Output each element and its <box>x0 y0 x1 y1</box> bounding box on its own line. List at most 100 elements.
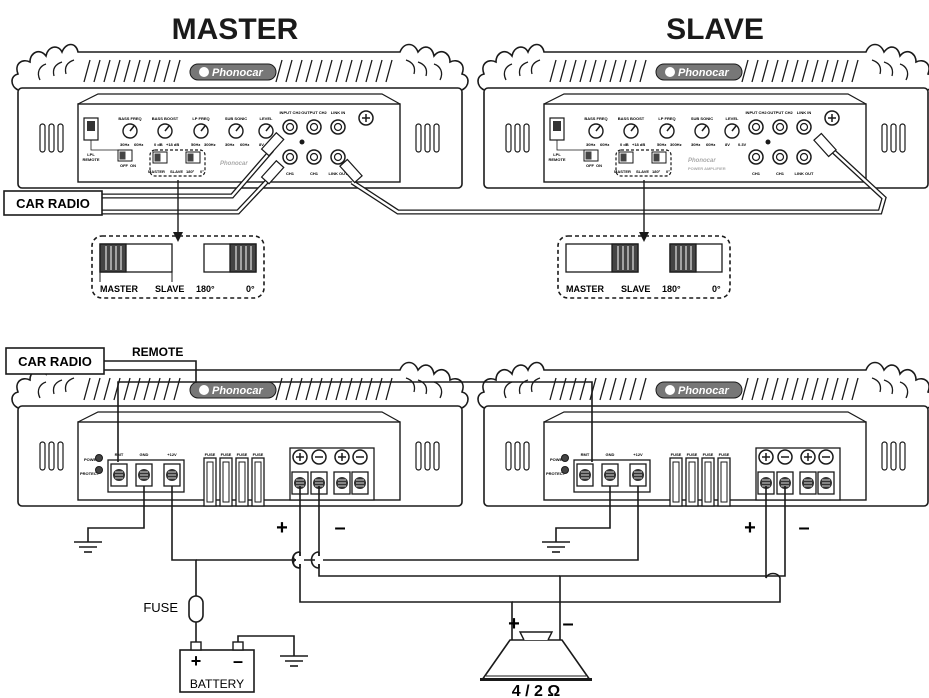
svg-text:CH1: CH1 <box>310 171 319 176</box>
svg-text:180°: 180° <box>196 284 215 294</box>
wire-hops <box>292 551 323 569</box>
svg-text:INPUT CH2: INPUT CH2 <box>745 110 767 115</box>
svg-text:SLAVE: SLAVE <box>170 169 183 174</box>
svg-text:30Hz: 30Hz <box>691 142 700 147</box>
svg-text:+18 dB: +18 dB <box>166 142 179 147</box>
remote-label: REMOTE <box>82 157 99 162</box>
svg-text:60Hz: 60Hz <box>240 142 249 147</box>
svg-text:PROTECT: PROTECT <box>80 471 100 476</box>
car-radio-label: CAR RADIO <box>16 196 90 211</box>
svg-text:CH1: CH1 <box>776 171 785 176</box>
svg-text:60Hz: 60Hz <box>134 142 143 147</box>
svg-text:0°: 0° <box>200 169 204 174</box>
svg-text:LP FREQ: LP FREQ <box>658 116 675 121</box>
svg-text:SUB SONIC: SUB SONIC <box>691 116 713 121</box>
svg-text:50Hz: 50Hz <box>191 142 200 147</box>
slave-title: SLAVE <box>666 13 764 46</box>
svg-text:–: – <box>562 613 573 635</box>
svg-text:CH1: CH1 <box>286 171 295 176</box>
svg-text:30Hz: 30Hz <box>120 142 129 147</box>
svg-text:MASTER: MASTER <box>614 169 631 174</box>
svg-text:0°: 0° <box>246 284 255 294</box>
svg-text:REMOTE: REMOTE <box>548 157 565 162</box>
master-plus: + <box>276 517 288 539</box>
svg-text:POWER: POWER <box>550 457 565 462</box>
svg-text:LINK IN: LINK IN <box>797 110 812 115</box>
svg-text:LINK IN: LINK IN <box>331 110 346 115</box>
svg-text:60Hz: 60Hz <box>706 142 715 147</box>
svg-text:300Hz: 300Hz <box>204 142 216 147</box>
brand-logo: Phonocar <box>678 385 729 397</box>
svg-text:SLAVE: SLAVE <box>155 284 184 294</box>
car-radio-box-top: CAR RADIO <box>3 190 103 216</box>
panel-brand: Phonocar <box>220 161 248 167</box>
svg-text:30Hz: 30Hz <box>586 142 595 147</box>
svg-text:BASS FREQ: BASS FREQ <box>584 116 607 121</box>
knob-row: BASS FREQ 30Hz 60Hz BASS BOOST 0 dB +18 … <box>118 116 274 147</box>
svg-text:–: – <box>233 651 243 671</box>
slave-switch-detail: MASTER SLAVE 180° 0° <box>557 180 731 299</box>
svg-text:30Hz: 30Hz <box>225 142 234 147</box>
svg-text:0°: 0° <box>712 284 721 294</box>
slave-amplifier-power: Phonocar POWER PROTECT RMT GND +12V FUSE… <box>477 361 929 507</box>
sub-sonic-label: SUB SONIC <box>225 116 247 121</box>
inline-fuse: FUSE <box>143 595 204 623</box>
speaker: + – 4 / 2 Ω <box>480 613 592 698</box>
ground-icon <box>279 655 309 667</box>
master-amplifier-power: Phonocar POWER PROTECT RMT GND +12V FUSE… <box>11 361 469 507</box>
lpl-label: LPL <box>87 152 95 157</box>
svg-text:LINK OUT: LINK OUT <box>795 171 814 176</box>
svg-text:0.3V: 0.3V <box>738 142 747 147</box>
svg-text:BASS BOOST: BASS BOOST <box>618 116 645 121</box>
svg-text:180°: 180° <box>186 169 195 174</box>
lp-freq-label: LP FREQ <box>192 116 209 121</box>
impedance-label: 4 / 2 Ω <box>512 683 561 698</box>
svg-text:OUTPUT CH2: OUTPUT CH2 <box>301 110 327 115</box>
svg-text:GND: GND <box>140 452 149 457</box>
svg-text:FUSE: FUSE <box>237 452 248 457</box>
svg-text:+12V: +12V <box>167 452 177 457</box>
svg-text:0 dB: 0 dB <box>154 142 163 147</box>
svg-text:CH1: CH1 <box>752 171 761 176</box>
master-amplifier-signal: Phonocar LPL REMOTE OFF ON BASS FREQ 30H… <box>11 43 469 189</box>
svg-text:SLAVE: SLAVE <box>621 284 650 294</box>
svg-text:MASTER: MASTER <box>100 284 139 294</box>
svg-text:FUSE: FUSE <box>719 452 730 457</box>
svg-text:+: + <box>191 651 202 671</box>
svg-text:+: + <box>508 613 520 635</box>
svg-text:FUSE: FUSE <box>687 452 698 457</box>
svg-text:LPL: LPL <box>553 152 561 157</box>
level-label: LEVEL <box>260 116 273 121</box>
svg-text:0 dB: 0 dB <box>620 142 629 147</box>
svg-text:FUSE: FUSE <box>703 452 714 457</box>
svg-text:180°: 180° <box>652 169 661 174</box>
svg-text:RMT: RMT <box>581 452 590 457</box>
signal-cables <box>102 131 887 215</box>
rca-plug <box>260 131 285 185</box>
master-switch-detail: MASTER SLAVE 180° 0° <box>91 180 265 299</box>
ground-icon <box>541 541 571 553</box>
battery: + – BATTERY <box>179 641 255 693</box>
svg-text:OFF: OFF <box>586 163 595 168</box>
bass-freq-label: BASS FREQ <box>118 116 141 121</box>
svg-text:FUSE: FUSE <box>205 452 216 457</box>
master-minus: – <box>334 517 345 539</box>
bass-boost-label: BASS BOOST <box>152 116 179 121</box>
brand-logo: Phonocar <box>678 67 729 79</box>
slave-plus: + <box>744 517 756 539</box>
svg-text:FUSE: FUSE <box>221 452 232 457</box>
svg-text:LEVEL: LEVEL <box>726 116 739 121</box>
slave-amplifier-signal: Phonocar LPL REMOTE OFF ON BASS FREQ 30H… <box>477 43 929 189</box>
svg-text:GND: GND <box>606 452 615 457</box>
fuse-label: FUSE <box>143 600 178 615</box>
svg-text:MASTER: MASTER <box>566 284 605 294</box>
on-label: ON <box>130 163 136 168</box>
svg-text:OUTPUT CH2: OUTPUT CH2 <box>767 110 793 115</box>
svg-text:INPUT CH2: INPUT CH2 <box>279 110 301 115</box>
master-title: MASTER <box>172 13 299 46</box>
svg-text:8V: 8V <box>725 142 730 147</box>
svg-text:FUSE: FUSE <box>253 452 264 457</box>
svg-text:MASTER: MASTER <box>148 169 165 174</box>
svg-text:0°: 0° <box>666 169 670 174</box>
